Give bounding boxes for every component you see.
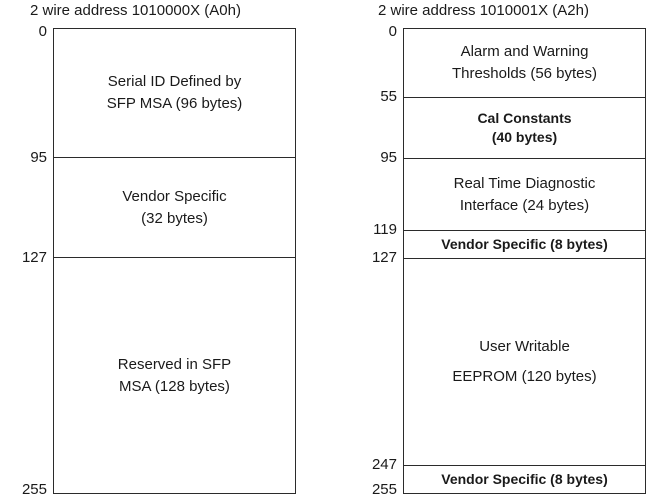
memory-region-real-time-diagnostic-interface: Real Time Diagnostic Interface (24 bytes… — [404, 158, 645, 230]
memory-region-alarm-warning-thresholds-line-2: Thresholds (56 bytes) — [451, 65, 598, 82]
memory-region-cal-constants-line-1: Cal Constants — [477, 110, 572, 126]
memory-region-vendor-specific-line-2: (32 bytes) — [141, 209, 208, 227]
memory-region-serial-id-line-2: SFP MSA (96 bytes) — [106, 95, 243, 112]
memory-region-cal-constants-line-2: (40 bytes) — [491, 129, 558, 145]
memory-table-a0h: Serial ID Defined by SFP MSA (96 bytes) … — [53, 28, 296, 494]
memory-region-real-time-diagnostic-interface-line-2: Interface (24 bytes) — [459, 196, 590, 214]
memory-region-serial-id: Serial ID Defined by SFP MSA (96 bytes) — [54, 29, 295, 157]
memory-region-cal-constants: Cal Constants (40 bytes) — [404, 97, 645, 158]
address-label-a2h-95: 95 — [380, 149, 397, 166]
memory-region-user-writable-eeprom-line-2: EEPROM (120 bytes) — [452, 368, 597, 385]
memory-region-reserved-line-1: Reserved in SFP — [117, 355, 232, 373]
column-title-a0h: 2 wire address 1010000X (A0h) — [30, 2, 241, 19]
address-label-a0h-255: 255 — [21, 481, 47, 498]
address-label-a2h-127: 127 — [371, 249, 397, 266]
memory-region-alarm-warning-thresholds-line-1: Alarm and Warning — [460, 43, 589, 60]
memory-table-a2h: Alarm and Warning Thresholds (56 bytes) … — [403, 28, 646, 494]
memory-region-vendor-specific-lower-line-1: Vendor Specific (8 bytes) — [441, 470, 608, 487]
memory-region-vendor-specific: Vendor Specific (32 bytes) — [54, 157, 295, 257]
column-title-a2h: 2 wire address 1010001X (A2h) — [378, 2, 589, 19]
address-label-a2h-55: 55 — [380, 88, 397, 105]
address-label-a2h-0: 0 — [388, 23, 397, 40]
address-label-a2h-255: 255 — [371, 481, 397, 498]
address-label-a0h-95: 95 — [30, 149, 47, 166]
memory-region-vendor-specific-upper-line-1: Vendor Specific (8 bytes) — [441, 236, 608, 252]
memory-region-real-time-diagnostic-interface-line-1: Real Time Diagnostic — [453, 174, 596, 192]
address-label-a2h-247: 247 — [371, 456, 397, 473]
memory-region-reserved-line-2: MSA (128 bytes) — [119, 377, 230, 395]
memory-region-serial-id-line-1: Serial ID Defined by — [107, 73, 242, 90]
memory-region-user-writable-eeprom: User Writable EEPROM (120 bytes) — [404, 258, 645, 465]
memory-region-alarm-warning-thresholds: Alarm and Warning Thresholds (56 bytes) — [404, 29, 645, 97]
memory-region-vendor-specific-upper: Vendor Specific (8 bytes) — [404, 230, 645, 258]
memory-region-vendor-specific-line-1: Vendor Specific — [122, 187, 227, 205]
address-label-a0h-127: 127 — [21, 249, 47, 266]
memory-region-user-writable-eeprom-line-1: User Writable — [479, 338, 570, 355]
address-label-a0h-0: 0 — [38, 23, 47, 40]
address-label-a2h-119: 119 — [373, 221, 397, 238]
memory-region-reserved: Reserved in SFP MSA (128 bytes) — [54, 257, 295, 493]
memory-region-vendor-specific-lower: Vendor Specific (8 bytes) — [404, 465, 645, 492]
